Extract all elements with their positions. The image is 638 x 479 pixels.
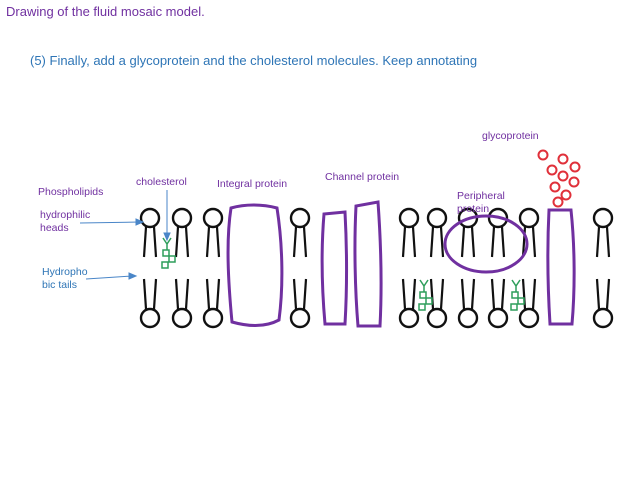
- phospholipid-head-bottom: [426, 307, 448, 329]
- sugar-ring: [560, 189, 572, 201]
- phospholipid-tail-top: [142, 226, 158, 258]
- integral-protein-label: Integral protein: [217, 178, 288, 190]
- phospholipid-tail-bottom: [292, 278, 308, 310]
- hydrophobic-arrowhead: [128, 272, 138, 280]
- phospholipid-head-top: [592, 207, 614, 229]
- hydrophilic-label-line1: hydrophilic: [40, 209, 91, 221]
- cholesterol-arrowhead: [163, 232, 171, 242]
- phospholipid-head-top: [398, 207, 420, 229]
- phospholipids-label: Phospholipids: [38, 186, 104, 198]
- hydrophobic-label-line2: bic tails: [42, 279, 78, 291]
- hydrophobic-label-line1: Hydropho: [42, 266, 88, 278]
- phospholipid-tail-top: [292, 226, 308, 258]
- phospholipid-tail-bottom: [595, 278, 611, 310]
- sugar-ring: [557, 153, 569, 165]
- cholesterol-ring: [418, 303, 426, 311]
- sugar-ring: [552, 196, 564, 208]
- peripheral-protein-label-line1: Peripheral: [457, 190, 505, 202]
- phospholipid-bilayer: [139, 207, 614, 329]
- phospholipid-head-bottom: [398, 307, 420, 329]
- phospholipid-tail-bottom: [429, 278, 445, 310]
- peripheral-protein-label-line2: protein: [457, 203, 490, 215]
- phospholipid-tail-top: [205, 226, 221, 258]
- phospholipid-head-top: [518, 207, 540, 229]
- cholesterol-label: cholesterol: [136, 176, 187, 188]
- phospholipid-tail-top: [174, 226, 190, 258]
- phospholipid-head-bottom: [139, 307, 161, 329]
- channel-protein-left-half: [320, 210, 348, 326]
- sugar-ring: [569, 161, 581, 173]
- phospholipid-head-bottom: [289, 307, 311, 329]
- phospholipid-tail-top: [490, 226, 506, 258]
- phospholipid-head-top: [202, 207, 224, 229]
- cholesterol-molecules: [161, 237, 525, 311]
- phospholipid-tail-bottom: [401, 278, 417, 310]
- sugar-ring: [557, 170, 569, 182]
- phospholipid-head-bottom: [202, 307, 224, 329]
- sugar-ring: [537, 149, 549, 161]
- phospholipid-tail-bottom: [205, 278, 221, 310]
- sugar-ring: [549, 181, 561, 193]
- phospholipid-tail-top: [429, 226, 445, 258]
- cholesterol-chain: [162, 237, 172, 250]
- cholesterol-ring: [419, 291, 427, 299]
- cholesterol-ring: [510, 303, 518, 311]
- hydrophilic-label-line2: heads: [40, 222, 69, 234]
- phospholipid-head-bottom: [171, 307, 193, 329]
- phospholipid-head-bottom: [518, 307, 540, 329]
- hydrophilic-arrowhead: [135, 218, 145, 226]
- sugar-ring: [546, 164, 558, 176]
- phospholipid-head-top: [171, 207, 193, 229]
- cholesterol-ring: [162, 249, 170, 257]
- peripheral-protein-shape: [443, 214, 529, 274]
- phospholipid-tail-bottom: [460, 278, 476, 310]
- hydrophobic-arrow: [85, 275, 133, 280]
- glycoprotein-label: glycoprotein: [482, 130, 539, 142]
- phospholipid-head-bottom: [592, 307, 614, 329]
- cholesterol-ring: [511, 291, 519, 299]
- phospholipid-tail-top: [460, 226, 476, 258]
- cholesterol-ring: [161, 261, 169, 269]
- hydrophilic-arrow: [79, 221, 141, 224]
- phospholipid-head-bottom: [457, 307, 479, 329]
- cholesterol-ring: [168, 255, 176, 263]
- instruction-text: (5) Finally, add a glycoprotein and the …: [30, 53, 478, 68]
- phospholipid-head-bottom: [487, 307, 509, 329]
- phospholipid-tail-bottom: [490, 278, 506, 310]
- phospholipid-tail-top: [401, 226, 417, 258]
- phospholipid-tail-top: [595, 226, 611, 258]
- channel-protein-right-half: [353, 200, 383, 328]
- phospholipid-tail-bottom: [174, 278, 190, 310]
- cholesterol-chain: [419, 279, 429, 292]
- phospholipid-head-top: [139, 207, 161, 229]
- channel-protein-label: Channel protein: [325, 171, 400, 183]
- phospholipid-head-top: [289, 207, 311, 229]
- glycoprotein-body-shape: [546, 208, 576, 326]
- glycoprotein-sugar-chain: [537, 149, 581, 208]
- sugar-ring: [568, 176, 580, 188]
- cholesterol-ring: [517, 297, 525, 305]
- phospholipid-tail-bottom: [521, 278, 537, 310]
- phospholipid-head-top: [426, 207, 448, 229]
- page-title: Drawing of the fluid mosaic model.: [6, 4, 205, 19]
- integral-protein-shape: [226, 203, 284, 327]
- cholesterol-chain: [511, 279, 521, 292]
- cholesterol-ring: [425, 297, 433, 305]
- phospholipid-tail-bottom: [142, 278, 158, 310]
